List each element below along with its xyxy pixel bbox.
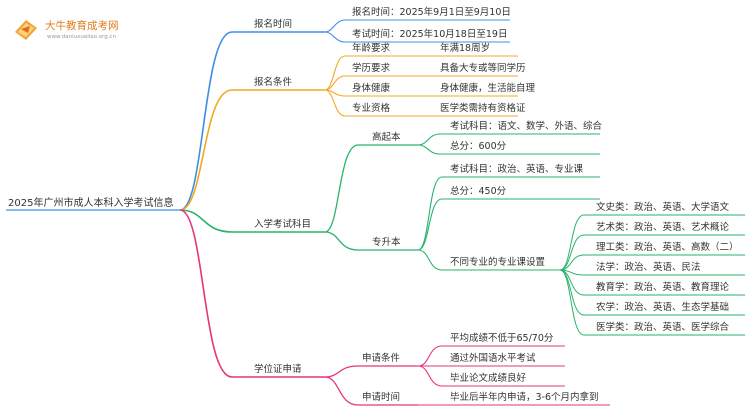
link-cond-3 <box>417 365 565 387</box>
req-key-age: 年龄要求 <box>352 43 391 54</box>
node-conditions: 申请条件 <box>362 353 401 364</box>
link-zsb-majors <box>417 249 560 271</box>
link-requirements <box>179 89 325 211</box>
condition-item: 平均成绩不低于65/70分 <box>450 333 554 344</box>
zsb-subjects: 考试科目：政治、英语、专业课 <box>450 164 584 175</box>
link-major-3 <box>559 254 745 271</box>
req-value-qual: 医学类需持有资格证 <box>440 103 526 114</box>
req-value-health: 身体健康，生活能自理 <box>440 83 536 94</box>
link-cond-1 <box>417 345 565 367</box>
gaoqiben-total: 总分：600分 <box>450 141 507 152</box>
req-key-health: 身体健康 <box>352 83 391 94</box>
link-zsb-item-1 <box>417 176 600 251</box>
major-item: 艺术类：政治、英语、艺术概论 <box>596 222 730 233</box>
major-item: 理工类：政治、英语、高数（二） <box>596 242 739 253</box>
link-time <box>324 376 418 406</box>
req-key-edu: 学历要求 <box>352 63 391 74</box>
req-value-age: 年满18周岁 <box>440 43 491 54</box>
req-key-qual: 专业资格 <box>352 103 391 114</box>
link-req-edu <box>324 75 518 91</box>
apply-time-value: 毕业后半年内申请，3-6个月内拿到 <box>450 392 599 403</box>
node-majors: 不同专业的专业课设置 <box>450 257 546 268</box>
logo-icon <box>15 20 37 40</box>
node-registration-time: 报名时间 <box>254 19 293 30</box>
node-gaoqiben: 高起本 <box>372 132 401 143</box>
link-req-age <box>324 55 518 91</box>
major-item: 法学：政治、英语、民法 <box>596 262 701 273</box>
major-item: 文史类：政治、英语、大学语文 <box>596 202 730 213</box>
link-conditions <box>324 365 418 378</box>
exam-time-item: 考试时间：2025年10月18日至19日 <box>352 29 508 40</box>
link-major-1 <box>559 214 745 271</box>
link-req-qual <box>324 89 518 117</box>
condition-item: 毕业论文成绩良好 <box>450 373 527 384</box>
node-subjects: 入学考试科目 <box>254 219 312 230</box>
link-major-7 <box>559 269 745 336</box>
major-item: 医学类：政治、英语、医学综合 <box>596 322 730 333</box>
link-degree <box>179 209 325 378</box>
link-major-4 <box>559 269 745 276</box>
node-apply-time: 申请时间 <box>362 392 401 403</box>
major-item: 教育学：政治、英语、教育理论 <box>596 282 730 293</box>
logo-url: www.daniuxueliao.org.cn <box>47 34 116 40</box>
node-zhuanshengben: 专升本 <box>372 237 401 248</box>
link-gqb-item-2 <box>417 144 600 155</box>
root-topic: 2025年广州市成人本科入学考试信息 <box>8 198 174 209</box>
link-reg-item-1 <box>324 19 510 33</box>
zsb-total: 总分：450分 <box>450 186 507 197</box>
link-reg-item-2 <box>324 31 510 43</box>
link-registration-time <box>179 31 325 211</box>
req-value-edu: 具备大专或等同学历 <box>440 63 526 74</box>
node-requirements: 报名条件 <box>254 77 293 88</box>
link-major-2 <box>559 234 745 271</box>
gaoqiben-subjects: 考试科目：语文、数学、外语、综合 <box>450 121 603 132</box>
link-gqb-item-1 <box>417 133 600 146</box>
major-item: 农学：政治、英语、生态学基础 <box>596 302 730 313</box>
logo-name: 大牛教育成考网 <box>45 20 119 32</box>
reg-time-item: 报名时间：2025年9月1日至9月10日 <box>352 7 511 18</box>
link-zhuanshengben <box>324 231 418 251</box>
condition-item: 通过外国语水平考试 <box>450 353 536 364</box>
link-gaoqiben <box>324 144 418 233</box>
node-degree: 学位证申请 <box>254 364 302 375</box>
link-zsb-item-2 <box>417 198 600 251</box>
link-subjects <box>179 209 325 233</box>
